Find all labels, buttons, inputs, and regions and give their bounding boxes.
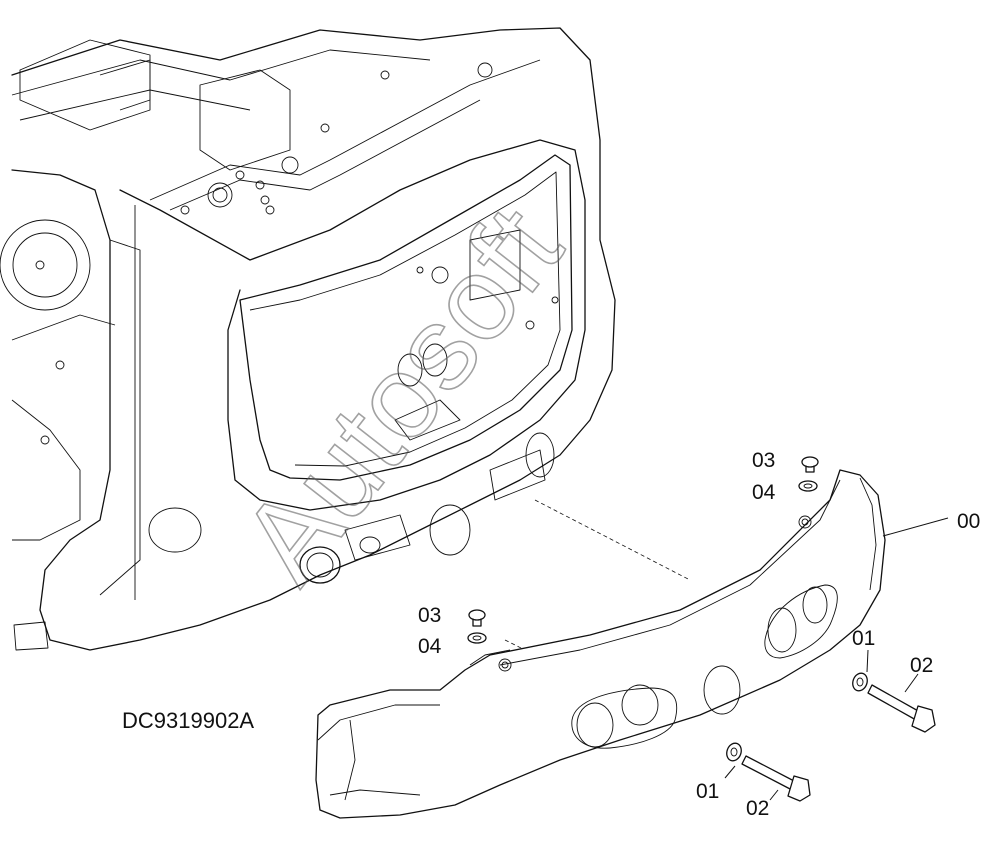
callout-01-right: 01	[852, 627, 875, 650]
screw-top	[801, 456, 819, 473]
washer-right	[852, 672, 868, 692]
leader-lines	[724, 517, 949, 801]
counterweight	[315, 469, 886, 819]
screw-mid	[468, 609, 486, 627]
callout-02-right: 02	[910, 654, 933, 677]
callout-03-mid: 03	[418, 604, 441, 627]
callout-00: 00	[957, 510, 980, 533]
washer-bottom	[726, 742, 742, 762]
callout-04-mid: 04	[418, 635, 442, 658]
alignment-lines	[504, 499, 691, 666]
callout-03-top: 03	[752, 449, 775, 472]
drawing-code: DC9319902A	[122, 708, 254, 733]
callout-01-bottom: 01	[696, 780, 719, 803]
upper-frame	[0, 27, 616, 651]
bolt-bottom	[741, 755, 811, 802]
washer-top	[798, 480, 818, 492]
bolt-right	[867, 684, 936, 733]
callout-02-bottom: 02	[746, 797, 769, 820]
callout-04-top: 04	[752, 481, 776, 504]
washer-mid	[467, 632, 487, 644]
